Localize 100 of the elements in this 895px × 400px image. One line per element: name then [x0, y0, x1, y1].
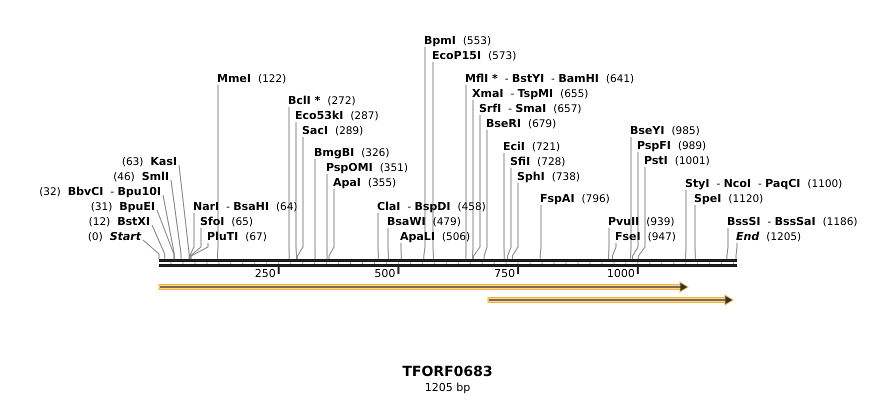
cut-position: (947) — [648, 231, 676, 243]
enzyme-name: StyI — [685, 177, 710, 190]
leader-line — [540, 204, 542, 260]
leader-line — [630, 136, 632, 260]
enzyme-name: SphI — [517, 170, 545, 183]
cut-position: (67) — [245, 231, 267, 243]
cut-position: (1205) — [766, 231, 802, 243]
enzyme-name: Eco53kI — [295, 109, 344, 122]
cut-position: (506) — [442, 231, 470, 243]
leader-line — [162, 194, 175, 260]
enzyme-name: FseI — [615, 230, 641, 243]
cut-position: (32) — [39, 186, 61, 198]
leader-line — [484, 130, 488, 260]
leader-line — [388, 228, 389, 260]
enzyme-name: SfoI — [200, 215, 224, 228]
leader-line — [400, 242, 402, 260]
cut-position: (326) — [361, 147, 390, 159]
enzyme-name: - SmaI — [508, 103, 546, 115]
cut-position: (479) — [432, 216, 461, 228]
leader-line — [608, 228, 610, 260]
leader-line — [314, 158, 316, 260]
leader-line — [473, 114, 480, 260]
cut-position: (272) — [327, 95, 356, 107]
cut-position: (12) — [88, 216, 110, 228]
cut-position: (721) — [532, 141, 560, 153]
enzyme-name: PstI — [644, 154, 668, 167]
leader-line — [216, 84, 218, 260]
cut-position: (1120) — [728, 193, 764, 205]
leader-line — [694, 204, 696, 260]
enzyme-name: BbvCI — [68, 185, 104, 198]
enzyme-name: PluTI — [207, 230, 238, 243]
enzyme-name: SpeI — [694, 192, 722, 205]
enzyme-name: - BstYI — [504, 73, 544, 85]
leader-line — [190, 242, 208, 260]
leader-line — [507, 168, 512, 260]
enzyme-name: KasI — [150, 155, 177, 168]
enzyme-name: - TspMI — [510, 88, 554, 100]
leader-line — [152, 224, 166, 260]
sequence-end-label: End — [736, 230, 760, 243]
enzyme-name: - NcoI — [716, 178, 751, 190]
cut-position: (553) — [462, 35, 492, 47]
cut-position: (287) — [350, 110, 379, 122]
leader-line — [432, 62, 434, 260]
enzyme-name: - BamHI — [551, 73, 599, 85]
leader-line — [170, 180, 182, 260]
enzyme-name: FspAI — [540, 192, 575, 205]
cut-position: (355) — [368, 177, 396, 189]
sequence-length: 1205 bp — [424, 381, 470, 394]
enzyme-name: SrfI — [479, 102, 502, 115]
leader-line — [504, 152, 505, 260]
enzyme-name: BmgBI — [314, 146, 354, 159]
tick-label: 1000 — [606, 267, 635, 280]
cut-position: (939) — [646, 216, 674, 228]
leader-line — [378, 212, 379, 260]
enzyme-name: SmlI — [142, 170, 169, 183]
enzyme-name: BseRI — [486, 117, 521, 130]
leader-line — [189, 212, 194, 260]
leader-line — [685, 190, 686, 260]
cut-position: (738) — [552, 171, 580, 183]
leader-line — [512, 182, 518, 260]
leader-line — [638, 166, 646, 260]
cut-position: (655) — [560, 88, 588, 100]
enzyme-name: BpuEI — [119, 200, 155, 213]
cut-position: (641) — [606, 73, 634, 85]
enzyme-name: - Bpu10I — [110, 186, 161, 198]
enzyme-name: PspFI — [637, 139, 671, 152]
enzyme-name: EcoP15I — [432, 49, 482, 62]
cut-position: (289) — [334, 125, 364, 137]
tick-label: 250 — [254, 267, 276, 280]
leader-line — [736, 242, 738, 260]
enzyme-name: ClaI — [377, 200, 400, 213]
cut-position: (65) — [231, 216, 253, 228]
enzyme-name: BssSI — [727, 215, 760, 228]
enzyme-name: EciI — [503, 140, 525, 153]
enzyme-name: BclI * — [288, 94, 320, 107]
enzyme-name: SacI — [302, 124, 328, 137]
enzyme-name: BstXI — [117, 215, 150, 228]
cut-position: (728) — [537, 156, 566, 168]
cut-position: (1001) — [674, 155, 710, 167]
cut-position: (31) — [90, 201, 112, 213]
enzyme-name: NarI — [193, 200, 220, 213]
tick-label: 750 — [494, 267, 516, 280]
cut-position: (657) — [553, 103, 582, 115]
enzyme-name: - BsaHI — [226, 201, 269, 213]
leader-line — [612, 242, 616, 260]
cut-position: (122) — [258, 73, 286, 85]
cut-position: (796) — [582, 193, 610, 205]
enzyme-name: MflI * — [465, 72, 498, 85]
enzyme-name: MmeI — [217, 72, 251, 85]
enzyme-name: XmaI — [472, 87, 504, 100]
cut-position: (63) — [122, 156, 144, 168]
enzyme-name: PvuII — [608, 215, 640, 228]
cut-position: (985) — [671, 125, 700, 137]
sequence-backbone — [159, 259, 737, 267]
enzyme-name: - PaqCI — [758, 178, 800, 190]
enzyme-name: BsaWI — [387, 215, 426, 228]
enzyme-name: ApaI — [333, 176, 361, 189]
leader-line — [142, 240, 160, 260]
enzyme-name: PspOMI — [326, 161, 373, 174]
sequence-end-label: Start — [110, 230, 141, 243]
